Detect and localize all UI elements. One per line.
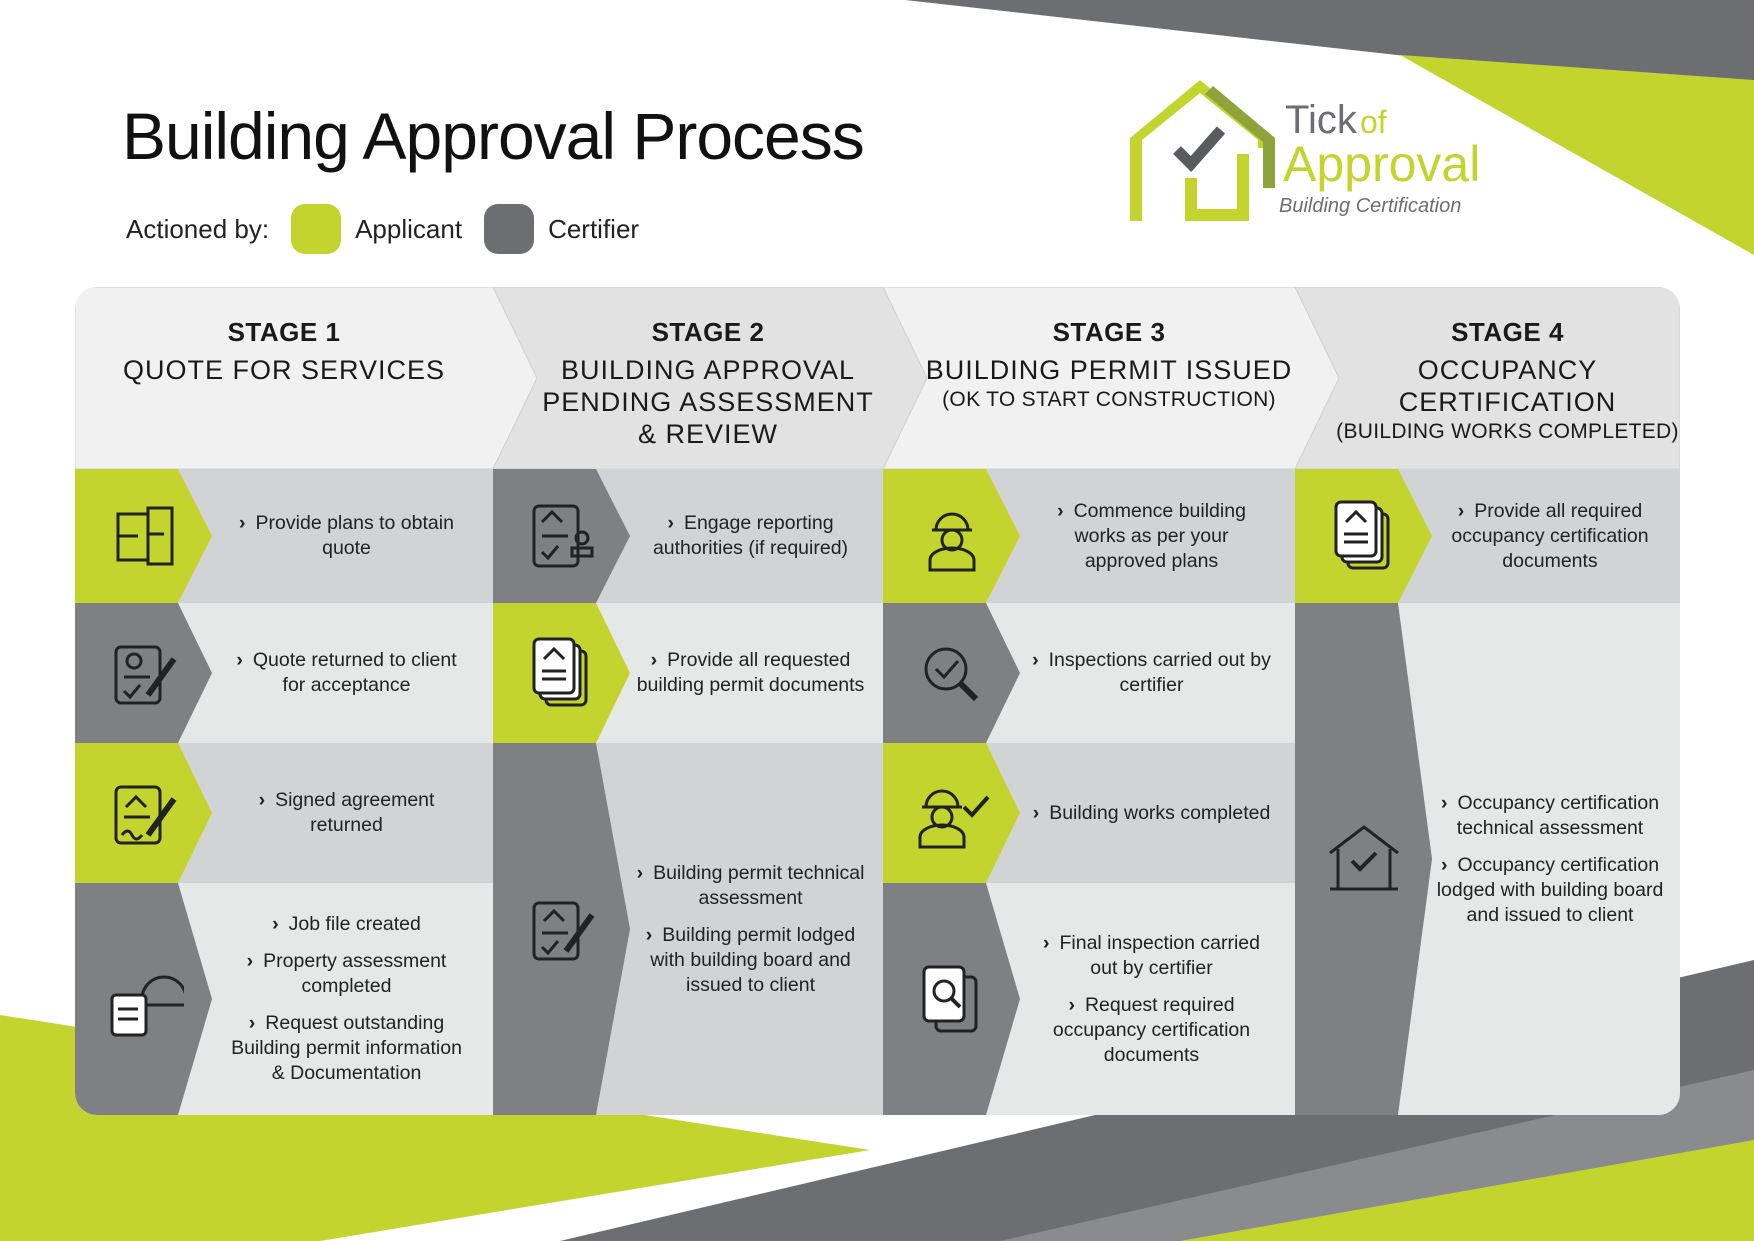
stage1-row1-actor-applicant: [75, 469, 212, 603]
stage-header-1: STAGE 1 QUOTE FOR SERVICES: [75, 317, 493, 386]
stage4-row2-text: Occupancy certification technical assess…: [1432, 603, 1668, 1115]
company-logo: Tick of Approval Building Certification: [1130, 80, 1480, 221]
stage1-row3-actor-applicant: [75, 743, 212, 883]
stage1-row3-text: Signed agreement returned: [212, 743, 481, 883]
bullet-item: Building permit lodged with building boa…: [631, 923, 871, 998]
legend-item-certifier: Certifier: [548, 213, 640, 244]
legend-label: Actioned by:: [126, 213, 270, 244]
permit-sign-icon: [522, 889, 602, 969]
bullet-item: Provide all requested building permit do…: [631, 648, 871, 698]
legend-item-applicant: Applicant: [355, 213, 463, 244]
floorplan-icon: [104, 496, 184, 576]
bullet-item: Request required occupancy certification…: [1032, 993, 1272, 1068]
authority-document-icon: [522, 496, 602, 576]
logo-house-icon: [1130, 80, 1275, 221]
legend: Actioned by: Applicant Certifier: [126, 204, 640, 254]
documents-stack-icon: [522, 633, 602, 713]
hardhat-documents-icon: [104, 959, 184, 1039]
stage-header-chevron-1: [75, 287, 538, 470]
logo-word-of: of: [1360, 104, 1387, 140]
bullet-item: Building permit technical assessment: [631, 861, 871, 911]
bullet-item: Final inspection carried out by certifie…: [1032, 931, 1272, 981]
bullet-item: Job file created: [272, 912, 421, 937]
bullet-item: Occupancy certification lodged with buil…: [1432, 853, 1668, 928]
magnifier-check-icon: [912, 633, 992, 713]
stage3-row3-text: Building works completed: [1020, 743, 1283, 883]
stage4-row2-actor-certifier: [1295, 603, 1432, 1115]
bullet-item: Request outstanding Building permit info…: [227, 1011, 467, 1086]
stage1-row4-text: Job file createdProperty assessment comp…: [212, 883, 481, 1115]
stage2-row2-text: Provide all requested building permit do…: [630, 603, 871, 743]
bullet-item: Property assessment completed: [227, 949, 467, 999]
bullet-item: Provide plans to obtain quote: [227, 511, 467, 561]
stage-name: PENDING ASSESSMENT: [542, 387, 874, 417]
quote-sign-icon: [104, 633, 184, 713]
agreement-sign-icon: [104, 773, 184, 853]
legend-swatch-applicant: [291, 204, 342, 254]
bullet-item: Signed agreement returned: [227, 788, 467, 838]
stage3-row4-text: Final inspection carried out by certifie…: [1020, 883, 1283, 1115]
page-title: Building Approval Process: [122, 99, 865, 173]
legend-swatch-certifier: [484, 204, 535, 254]
stage-name: QUOTE FOR SERVICES: [122, 355, 446, 385]
stage2-row1-text: Engage reporting authorities (if require…: [630, 469, 871, 603]
bullet-item: Quote returned to client for acceptance: [227, 648, 467, 698]
builder-icon: [912, 496, 992, 576]
builder-check-icon: [912, 773, 992, 853]
stage3-row1-text: Commence building works as per your appr…: [1020, 469, 1283, 603]
stage3-row2-actor-certifier: [883, 603, 1020, 743]
bullet-item: Building works completed: [1033, 801, 1270, 826]
stage-name: BUILDING PERMIT ISSUED: [925, 355, 1293, 385]
logo-word-tick: Tick: [1285, 98, 1358, 142]
bullet-item: Engage reporting authorities (if require…: [631, 511, 871, 561]
stage-label: STAGE 3: [1052, 317, 1166, 347]
stage-subtitle: (OK TO START CONSTRUCTION): [942, 388, 1276, 411]
stage-label: STAGE 1: [227, 317, 341, 347]
stage-header-3: STAGE 3 BUILDING PERMIT ISSUED (OK TO STAR…: [923, 317, 1295, 414]
bullet-item: Inspections carried out by certifier: [1032, 648, 1272, 698]
stage3-row2-text: Inspections carried out by certifier: [1020, 603, 1283, 743]
stage-label: STAGE 2: [651, 317, 765, 347]
stage1-row1-text: Provide plans to obtain quote: [212, 469, 481, 603]
stage2-row3-text: Building permit technical assessmentBuil…: [630, 743, 871, 1115]
stage1-row2-actor-certifier: [75, 603, 212, 743]
stage4-row1-text: Provide all required occupancy certifica…: [1432, 469, 1668, 603]
documents-stack-icon: [1324, 496, 1404, 576]
bullet-item: Commence building works as per your appr…: [1032, 499, 1272, 574]
stage1-row2-text: Quote returned to client for acceptance: [212, 603, 481, 743]
process-board: Provide plans to obtain quoteQuote retur…: [75, 287, 1680, 1115]
stage-name: & REVIEW: [637, 419, 779, 449]
logo-tagline: Building Certification: [1279, 195, 1461, 217]
stage3-row1-actor-applicant: [883, 469, 1020, 603]
bullet-item: Occupancy certification technical assess…: [1432, 791, 1668, 841]
document-inspection-icon: [912, 959, 992, 1039]
bullet-item: Provide all required occupancy certifica…: [1432, 499, 1668, 574]
house-check-icon: [1324, 819, 1404, 899]
stage-name: CERTIFICATION: [1398, 387, 1617, 417]
logo-word-approval: Approval: [1283, 136, 1480, 192]
stage-name: BUILDING APPROVAL: [560, 355, 856, 385]
stage-name: OCCUPANCY: [1417, 355, 1598, 385]
stage2-row3-actor-certifier: [493, 743, 630, 1115]
stage-subtitle: (BUILDING WORKS COMPLETED): [1336, 420, 1679, 443]
stage-label: STAGE 4: [1451, 317, 1564, 347]
